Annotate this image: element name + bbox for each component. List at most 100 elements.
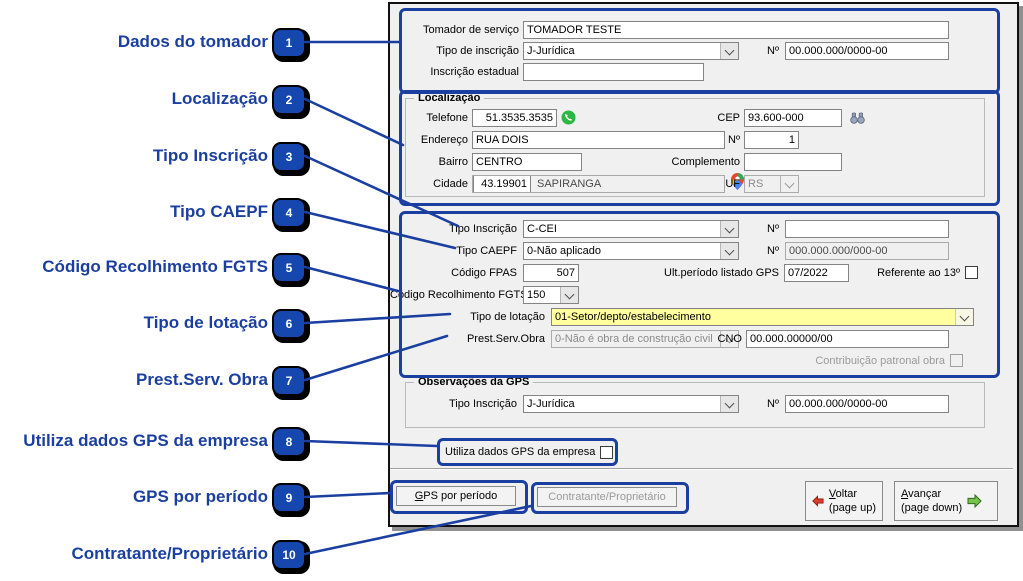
cidade-composite-field: 43.19901 SAPIRANGA: [472, 175, 725, 193]
avancar-initial: A: [901, 488, 909, 500]
localizacao-legend: Localização: [414, 91, 485, 105]
annotation-label-prest-serv-obra: Prest.Serv. Obra: [136, 370, 268, 389]
gps-por-periodo-button[interactable]: GPS por período: [396, 486, 516, 506]
tipo-de-lotacao-label: Tipo de lotação: [470, 311, 545, 323]
highlight-box-contratante: Contratante/Proprietário: [531, 482, 689, 514]
annotation-label-dados-do-tomador: Dados do tomador: [117, 32, 268, 51]
tipo-de-lotacao-combobox[interactable]: 01-Setor/depto/estabelecimento: [551, 308, 974, 326]
obs-tipo-inscricao-value: J-Jurídica: [527, 398, 575, 410]
annotation-label-utiliza-dados-gps: Utiliza dados GPS da empresa: [23, 431, 268, 450]
cidade-codigo-field[interactable]: 43.19901: [473, 176, 531, 192]
codigo-fpas-label: Código FPAS: [451, 267, 517, 279]
tipo-caepf-label: Tipo CAEPF: [456, 245, 517, 257]
inscricao-estadual-label: Inscrição estadual: [430, 66, 519, 78]
tomador-field[interactable]: TOMADOR TESTE: [523, 21, 949, 39]
annotation-label-tipo-inscricao: Tipo Inscrição: [153, 146, 268, 165]
telefone-label: Telefone: [426, 112, 468, 124]
referente-13-checkbox[interactable]: [965, 266, 978, 279]
fgts-value: 150: [527, 289, 546, 301]
obs-tipo-inscricao-label: Tipo Inscrição: [448, 398, 517, 410]
contribuicao-patronal-checkbox: [950, 354, 963, 367]
tipo-de-lotacao-value: 01-Setor/depto/estabelecimento: [555, 311, 711, 323]
ult-periodo-field[interactable]: 07/2022: [784, 264, 849, 282]
button-bar-separator: [390, 468, 1013, 470]
numero1-field[interactable]: [785, 220, 949, 238]
chevron-down-icon: [720, 43, 738, 59]
uf-value: RS: [748, 178, 764, 190]
annotation-label-codigo-recolhimento-fgts: Código Recolhimento FGTS: [42, 257, 268, 276]
highlight-box-localizacao: [399, 90, 1000, 206]
endereco-field[interactable]: RUA DOIS: [472, 131, 725, 149]
obs-numero-field[interactable]: 00.000.000/0000-00: [785, 395, 949, 413]
chevron-down-icon: [560, 287, 578, 303]
annotation-label-tipo-caepf: Tipo CAEPF: [170, 202, 268, 221]
whatsapp-icon[interactable]: [561, 110, 576, 125]
annotation-label-tipo-de-lotacao: Tipo de lotação: [143, 313, 268, 332]
observacoes-gps-fieldset: Observações da GPS: [405, 375, 985, 428]
numero-endereco-label: Nº: [728, 134, 740, 146]
annotation-badge-4: 4: [272, 198, 306, 228]
chevron-down-icon: [720, 221, 738, 237]
telefone-field[interactable]: 51.3535.3535: [472, 109, 557, 127]
highlight-box-gps-por-periodo: GPS por período: [390, 480, 528, 514]
annotation-badge-1: 1: [272, 28, 306, 58]
avancar-sub: (page down): [901, 502, 963, 514]
contribuicao-patronal-label: Contribuição patronal obra: [815, 355, 945, 367]
numero-endereco-field[interactable]: 1: [744, 131, 799, 149]
binoculars-icon[interactable]: [849, 112, 866, 124]
uf-combobox: RS: [744, 175, 799, 193]
complemento-field[interactable]: [744, 153, 842, 171]
prest-serv-obra-label: Prest.Serv.Obra: [466, 333, 545, 345]
voltar-rest: oltar: [835, 488, 858, 500]
annotation-badge-6: 6: [272, 309, 306, 339]
tomador-label: Tomador de serviço: [423, 24, 519, 36]
annotation-label-contratante-proprietario: Contratante/Proprietário: [71, 544, 268, 563]
chevron-down-icon: [780, 176, 798, 192]
cep-field[interactable]: 93.600-000: [744, 109, 842, 127]
tipo-caepf-combobox[interactable]: 0-Não aplicado: [523, 242, 739, 260]
tipo-inscricao-label: Tipo de inscrição: [436, 45, 519, 57]
arrow-right-icon: [967, 494, 982, 508]
tipo-inscricao-combobox[interactable]: J-Jurídica: [523, 42, 739, 60]
voltar-initial: V: [828, 488, 836, 500]
numero1-label: Nº: [767, 223, 779, 235]
endereco-label: Endereço: [420, 134, 468, 146]
inscricao-estadual-field[interactable]: [523, 63, 704, 81]
uf-label: UF: [725, 178, 740, 190]
annotation-badge-7: 7: [272, 366, 306, 396]
numero2-label: Nº: [767, 245, 779, 257]
numero-field[interactable]: 00.000.000/0000-00: [785, 42, 949, 60]
app-window: Tomador de serviço TOMADOR TESTE Tipo de…: [388, 2, 1019, 527]
utiliza-gps-checkbox[interactable]: [600, 445, 614, 459]
codigo-recolhimento-fgts-combobox[interactable]: 150: [523, 286, 579, 304]
annotation-badge-8: 8: [272, 427, 306, 457]
highlight-box-utiliza-gps: Utiliza dados GPS da empresa: [437, 438, 618, 466]
gps-por-periodo-initial: G: [414, 490, 424, 502]
tipo-inscricao-value: J-Jurídica: [527, 45, 575, 57]
numero2-field: 000.000.000/000-00: [785, 242, 949, 260]
tipo-inscricao-3-value: C-CEI: [527, 223, 557, 235]
chevron-down-icon: [720, 331, 738, 347]
obs-tipo-inscricao-combobox[interactable]: J-Jurídica: [523, 395, 739, 413]
complemento-label: Complemento: [671, 156, 740, 168]
annotation-badge-10: 10: [272, 540, 306, 570]
bairro-field[interactable]: CENTRO: [472, 153, 582, 171]
avancar-button[interactable]: Avançar(page down): [894, 481, 998, 521]
cidade-nome-text: SAPIRANGA: [537, 178, 602, 190]
voltar-button[interactable]: Voltar(page up): [805, 481, 883, 521]
cno-label: CNO: [717, 333, 742, 345]
annotation-label-gps-por-periodo: GPS por período: [132, 487, 268, 506]
utiliza-gps-label: Utiliza dados GPS da empresa: [445, 446, 596, 458]
highlight-box-inscricao: [399, 211, 1000, 378]
chevron-down-icon: [955, 309, 973, 325]
tipo-inscricao-3-combobox[interactable]: C-CEI: [523, 220, 739, 238]
chevron-down-icon: [720, 396, 738, 412]
obs-numero-label: Nº: [767, 398, 779, 410]
cno-field[interactable]: 00.000.00000/00: [746, 330, 949, 348]
codigo-fpas-field[interactable]: 507: [523, 264, 579, 282]
annotation-badge-2: 2: [272, 85, 306, 115]
annotation-badge-9: 9: [272, 483, 306, 513]
annotation-badge-5: 5: [272, 253, 306, 283]
map-pin-icon[interactable]: [731, 173, 744, 190]
